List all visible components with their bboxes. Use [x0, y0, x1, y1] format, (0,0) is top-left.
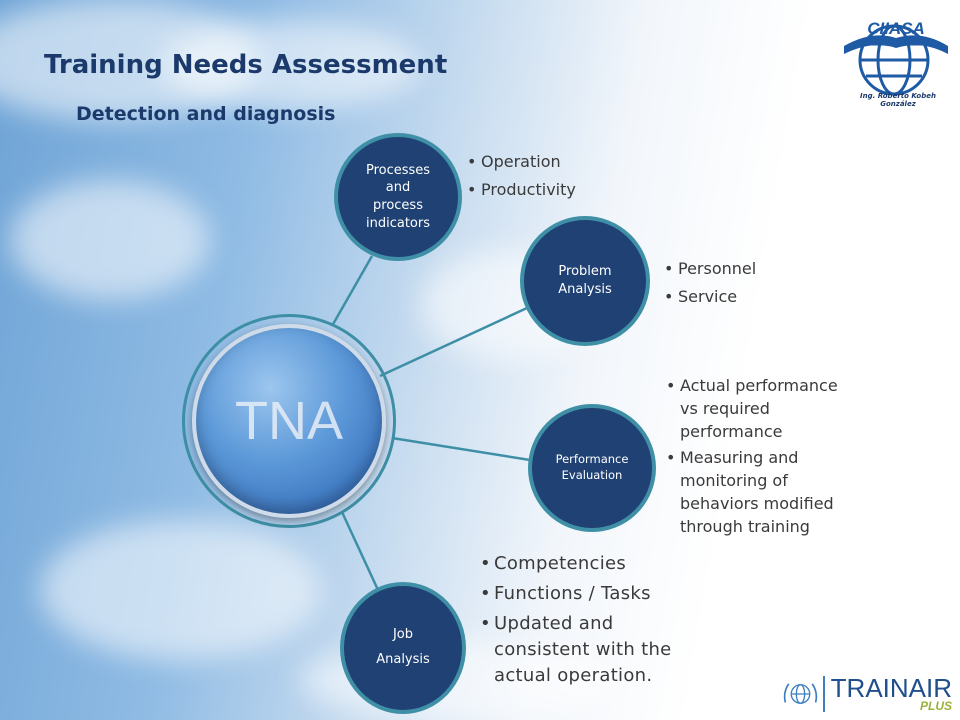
connector-performance — [391, 436, 531, 462]
bullet-item: Functions / Tasks — [480, 581, 680, 607]
hub-label: TNA — [235, 391, 343, 451]
node-label-line: Analysis — [376, 652, 430, 667]
bullets-performance-evaluation: Actual performance vs required performan… — [666, 374, 856, 541]
bullet-item: Measuring and monitoring of behaviors mo… — [666, 446, 856, 538]
connector-problem — [379, 306, 528, 378]
node-label-line: process — [373, 198, 423, 213]
node-label-line: Analysis — [558, 282, 612, 297]
node-job-analysis: Job Analysis — [340, 582, 466, 714]
node-processes: Processes and process indicators — [334, 133, 462, 261]
hub-ring — [182, 314, 396, 528]
hub-circle: TNA — [192, 324, 386, 518]
trainair-plus-logo: TRAINAIR PLUS — [782, 672, 952, 716]
bullet-item: Updated and consistent with the actual o… — [480, 611, 680, 689]
bullets-problem-analysis: Personnel Service — [664, 255, 756, 311]
bullet-item: Personnel — [664, 255, 756, 283]
bullet-item: Productivity — [467, 176, 576, 204]
icao-emblem-icon — [783, 683, 818, 704]
connector-processes — [330, 255, 374, 327]
bullets-processes: Operation Productivity — [467, 148, 576, 204]
node-label-line: and — [385, 180, 411, 196]
cloud — [160, 20, 420, 110]
logo-text: CIIASA — [867, 19, 925, 38]
page-subtitle: Detection and diagnosis — [76, 103, 336, 125]
node-label-line: Problem — [558, 264, 612, 280]
bullet-item: Actual performance vs required performan… — [666, 374, 856, 443]
page-title: Training Needs Assessment — [44, 50, 448, 80]
connector-job — [340, 511, 380, 591]
bullets-job-analysis: Competencies Functions / Tasks Updated a… — [480, 551, 680, 693]
node-label-line: Evaluation — [561, 468, 623, 482]
cloud — [40, 520, 320, 660]
bullet-item: Service — [664, 283, 756, 311]
plus-word: PLUS — [919, 699, 952, 713]
node-label-line: Processes — [365, 162, 431, 178]
node-label-line: Job — [392, 627, 414, 643]
node-label-line: indicators — [366, 215, 430, 231]
logo-caption: Ing. Roberto Kobeh González — [860, 92, 936, 108]
bullet-item: Competencies — [480, 551, 680, 577]
ciiasa-logo: CIIASA — [844, 19, 948, 96]
cloud — [10, 180, 210, 300]
bullet-item: Operation — [467, 148, 576, 176]
node-problem-analysis: Problem Analysis — [520, 216, 650, 346]
node-label-line: Performance — [555, 452, 629, 467]
trainair-word: TRAINAIR — [830, 673, 952, 703]
node-performance-evaluation: Performance Evaluation — [528, 404, 656, 532]
